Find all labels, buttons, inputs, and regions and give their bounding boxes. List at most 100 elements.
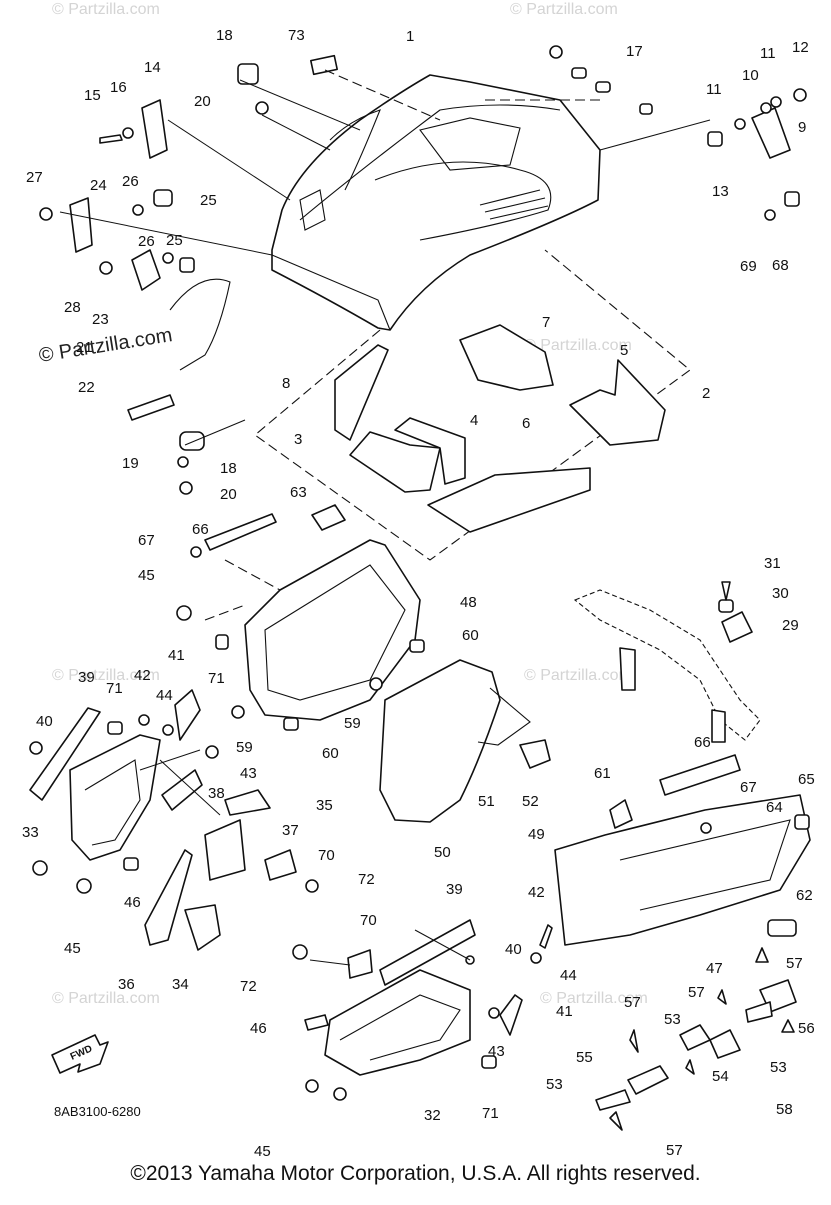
callout-54: 54 [712,1068,729,1085]
callout-65: 65 [798,771,815,788]
watermark: © Partzilla.com [510,1,618,18]
callout-32: 32 [424,1107,441,1124]
callout-28: 28 [64,299,81,316]
callout-57b: 57 [688,984,705,1001]
callout-45c: 45 [254,1143,271,1160]
spring-22 [127,394,175,421]
hood-part-1 [271,74,601,331]
callout-35: 35 [316,797,333,814]
callout-44b: 44 [560,967,577,984]
callout-24: 24 [90,177,107,194]
callout-23: 23 [92,311,109,328]
part-53-mid [679,1024,711,1051]
callout-1: 1 [406,28,414,45]
callout-43: 43 [240,765,257,782]
bracket-41-left [174,689,201,741]
fwd-arrow: FWD [51,1034,109,1074]
watermark: © Partzilla.com [524,337,632,354]
part-53-bottom [595,1089,631,1111]
panel-6 [427,467,591,533]
callout-19: 19 [122,455,139,472]
callout-67b: 67 [740,779,757,796]
lower-right-panel-47-49 [554,754,811,1033]
callout-36: 36 [118,976,135,993]
callout-64: 64 [766,799,783,816]
clip-61 [609,799,633,829]
callout-42: 42 [134,667,151,684]
strip-39-bottom [379,919,476,986]
panel-8 [334,344,389,441]
callout-57c: 57 [624,994,641,1011]
callout-67: 67 [138,532,155,549]
callout-69: 69 [740,258,757,275]
callout-3: 3 [294,431,302,448]
callout-40b: 40 [505,941,522,958]
callout-58: 58 [776,1101,793,1118]
callout-63: 63 [290,484,307,501]
bracket-9 [751,107,791,159]
leader-lines [59,69,711,966]
callout-29: 29 [782,617,799,634]
watermark: © Partzilla.com [52,667,160,684]
callout-59: 59 [236,739,253,756]
watermark: © Partzilla.com [52,1,160,18]
callout-20: 20 [194,93,211,110]
watermark-dark: © Partzilla.com [37,324,174,367]
callout-20b: 20 [220,486,237,503]
callout-11b: 11 [760,45,776,62]
part-62 [767,919,797,937]
callout-22: 22 [78,379,95,396]
callout-47: 47 [706,960,723,977]
bracket-41-bottom [499,994,523,1036]
callout-15: 15 [84,87,101,104]
callout-34: 34 [172,976,189,993]
callout-11: 11 [706,81,722,98]
clip-18 [179,431,205,451]
insulation-panel-group [254,249,691,561]
part-54 [709,1029,741,1059]
callout-10: 10 [742,67,759,84]
clip-70-left [264,849,297,881]
callout-49: 49 [528,826,545,843]
callout-18: 18 [216,27,233,44]
callout-7: 7 [542,314,550,331]
callout-61: 61 [594,765,611,782]
bracket-23 [131,249,161,291]
callout-51: 51 [478,793,495,810]
callout-26b: 26 [138,233,155,250]
panel-4 [394,417,466,485]
callout-labels: 1 2 3 4 5 6 7 8 9 10 11 11 12 13 14 15 1… [22,27,815,1160]
callout-5: 5 [620,342,628,359]
callout-27: 27 [26,169,43,186]
callout-70: 70 [318,847,335,864]
callout-53: 53 [664,1011,681,1028]
callout-25: 25 [200,192,217,209]
clip-18-top [237,63,259,85]
bracket-35 [224,789,271,816]
callout-71c: 71 [482,1105,499,1122]
callout-39b: 39 [446,881,463,898]
small-parts-top-right [549,45,807,221]
callout-53b: 53 [770,1059,787,1076]
panel-5 [569,359,666,446]
callout-18b: 18 [220,460,237,477]
callout-4: 4 [470,412,478,429]
callout-12: 12 [792,39,809,56]
callout-72: 72 [358,871,375,888]
callout-71b: 71 [208,670,225,687]
callout-46b: 46 [250,1020,267,1037]
callout-70b: 70 [360,912,377,929]
watermark: © Partzilla.com [52,990,160,1007]
callout-53c: 53 [546,1076,563,1093]
callout-48: 48 [460,594,477,611]
callout-57d: 57 [666,1142,683,1159]
callout-42b: 42 [528,884,545,901]
diagram-code: 8AB3100-6280 [54,1104,141,1119]
panel-36 [144,849,193,946]
callout-31: 31 [764,555,781,572]
panel-7 [459,324,554,391]
callout-30: 30 [772,585,789,602]
callout-2: 2 [702,385,710,402]
callout-55: 55 [576,1049,593,1066]
